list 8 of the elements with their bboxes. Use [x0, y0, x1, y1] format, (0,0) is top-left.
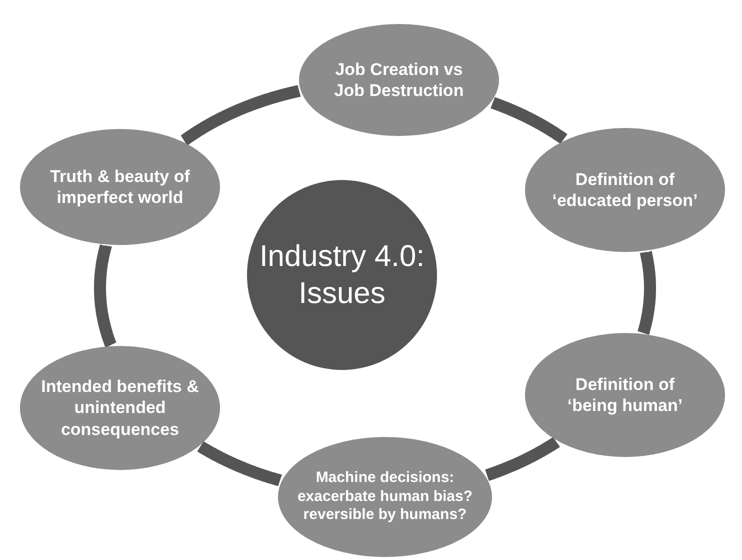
issue-text: Intended benefits & unintended consequences [40, 376, 200, 440]
issue-text: Definition of ‘educated person’ [551, 168, 699, 212]
issue-text: Job Creation vs Job Destruction [333, 58, 465, 102]
ring-segment [488, 97, 570, 144]
issue-text: Machine decisions: exacerbate human bias? reversible by humans? [296, 468, 474, 526]
center-title: Industry 4.0: Issues [258, 238, 426, 312]
issue-text: Definition of ‘being human’ [566, 374, 684, 416]
issue-text: Truth & beauty of imperfect world [49, 166, 191, 208]
